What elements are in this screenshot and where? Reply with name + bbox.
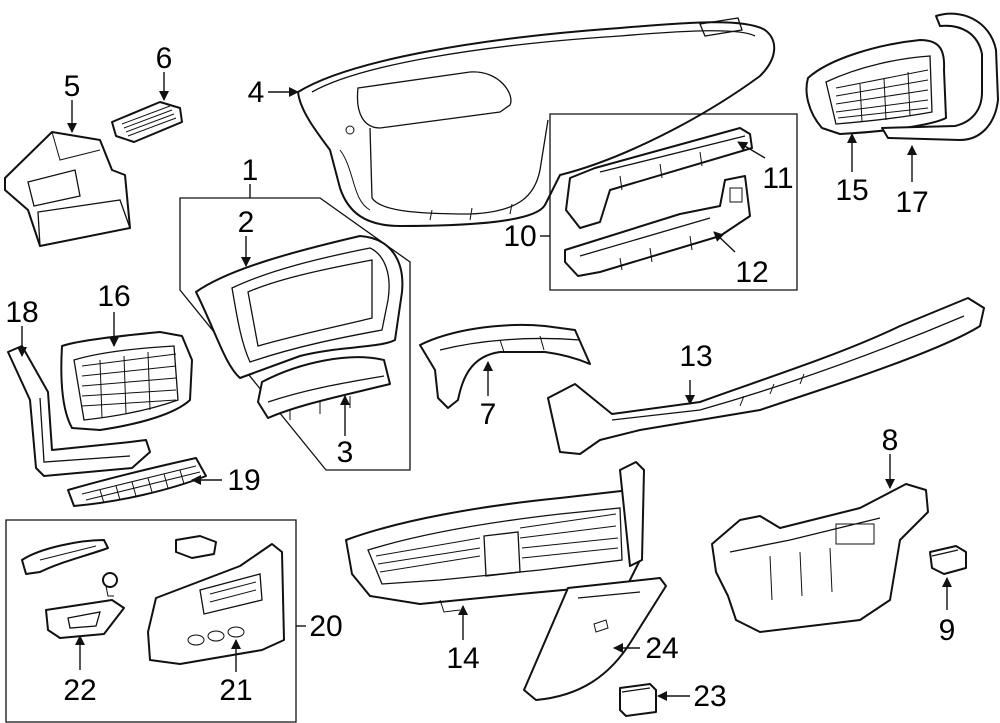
callout-2: 2 (238, 206, 255, 239)
part-lower-switch-group-box (5, 519, 297, 723)
callout-21: 21 (219, 674, 252, 707)
part-right-vent (805, 39, 947, 135)
callout-8: 8 (882, 424, 899, 457)
part-column-cover (419, 323, 591, 409)
part-upper-bracket (565, 127, 753, 229)
callout-6: 6 (156, 42, 173, 75)
callout-13: 13 (679, 340, 712, 373)
callout-19: 19 (227, 464, 260, 497)
part-lower-switch-panel (147, 543, 285, 665)
part-lower-bracket (564, 175, 751, 277)
callout-4: 4 (248, 76, 265, 109)
callout-12: 12 (735, 256, 768, 289)
part-left-trim (7, 345, 151, 477)
callout-15: 15 (835, 174, 868, 207)
part-cluster-group-box (179, 197, 411, 471)
part-bolt (102, 572, 118, 597)
part-clip (175, 535, 217, 559)
part-long-trim (547, 297, 985, 455)
callout-17: 17 (895, 186, 928, 219)
part-cluster-housing (257, 356, 391, 420)
callout-18: 18 (5, 296, 38, 329)
callout-3: 3 (337, 436, 354, 469)
callout-16: 16 (97, 280, 130, 313)
callout-labels: 1 2 3 4 5 6 7 8 9 10 11 12 13 14 15 16 1… (5, 42, 955, 713)
part-instrument-panel (297, 17, 776, 227)
part-switch (929, 545, 967, 575)
part-left-vent (60, 331, 193, 431)
part-wiring-bracket (21, 539, 109, 575)
part-center-vent (345, 461, 645, 613)
part-knee-panel (523, 577, 667, 701)
callout-14: 14 (446, 642, 479, 675)
part-bracket-group-box (549, 113, 798, 291)
part-side-cover (4, 131, 131, 247)
callout-1: 1 (242, 154, 259, 187)
part-lower-right-panel (711, 483, 929, 633)
callout-20: 20 (309, 610, 342, 643)
callout-23: 23 (693, 680, 726, 713)
callout-22: 22 (63, 674, 96, 707)
part-right-trim (881, 12, 999, 141)
leader-lines (17, 72, 952, 701)
part-cluster-bezel (195, 235, 404, 379)
callout-11: 11 (762, 162, 793, 195)
callout-10: 10 (503, 220, 536, 253)
part-small-switch (619, 683, 657, 717)
part-lower-vent-strip (67, 457, 207, 507)
part-small-vent (111, 101, 183, 143)
callout-7: 7 (480, 398, 497, 431)
callout-9: 9 (939, 614, 956, 647)
callout-24: 24 (645, 632, 678, 665)
part-small-bracket (45, 599, 125, 639)
callout-5: 5 (64, 70, 81, 103)
